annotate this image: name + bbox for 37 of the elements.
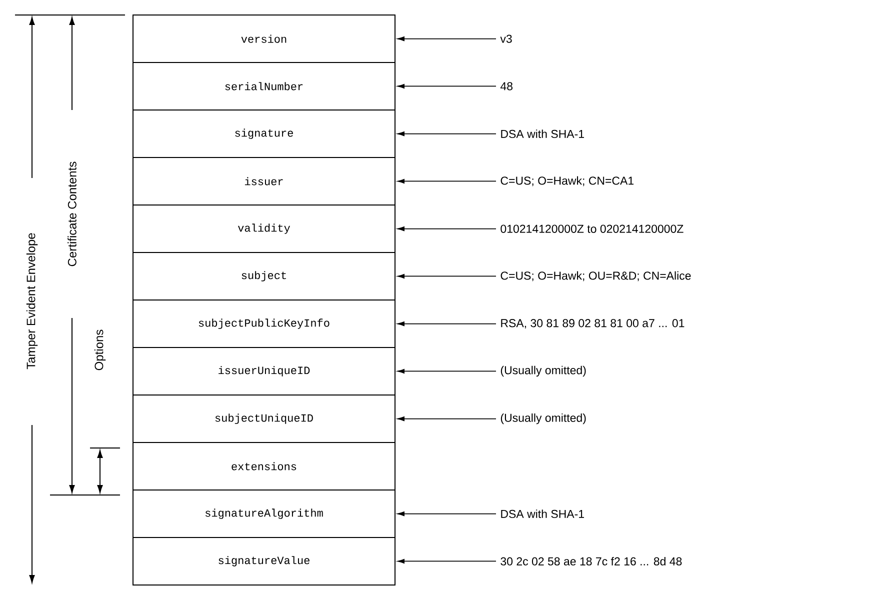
field-box: subjectUniqueID — [132, 394, 396, 444]
value-text: DSA with SHA-1 — [501, 510, 584, 518]
arrow — [397, 368, 496, 374]
value-text: DSA with SHA-1 — [501, 130, 584, 138]
field-box: issuerUniqueID — [132, 346, 396, 396]
value-text: (Usually omitted) — [500, 366, 586, 377]
arrow — [397, 322, 496, 326]
dimension-label: Options — [94, 330, 106, 370]
field-box: issuer — [132, 156, 396, 206]
value-text: 010214120000Z to 020214120000Z — [500, 224, 684, 233]
field-box: serialNumber — [132, 62, 396, 110]
field-box: subject — [132, 252, 396, 300]
field-box: signatureValue — [132, 536, 396, 586]
arrow — [397, 178, 496, 184]
arrow — [397, 132, 496, 136]
field-box: validity — [132, 204, 396, 254]
value-text: 30 2c 02 58 ae 18 7c f2 16 ... 8d 48 — [500, 557, 682, 566]
dimension-label: Certificate Contents — [68, 162, 76, 266]
arrow — [397, 226, 496, 232]
arrow — [397, 36, 496, 42]
value-text: v3 — [500, 34, 512, 43]
dimension-label: Tamper Evident Envelope — [26, 233, 38, 370]
value-text: C=US; O=Hawk; OU=R&D; CN=Alice — [500, 271, 691, 282]
field-box: subjectPublicKeyInfo — [132, 300, 396, 348]
field-box: signature — [132, 110, 396, 158]
arrow — [397, 84, 496, 88]
value-text: (Usually omitted) — [500, 413, 586, 424]
value-text: 48 — [500, 82, 512, 90]
value-text: RSA, 30 81 89 02 81 81 00 a7 ... 01 — [501, 319, 684, 329]
arrow — [397, 274, 496, 278]
field-box: signatureAlgorithm — [132, 490, 396, 538]
value-text: C=US; O=Hawk; CN=CA1 — [500, 176, 634, 186]
arrow — [397, 416, 496, 422]
field-box: extensions — [132, 442, 396, 490]
field-box: version — [132, 14, 396, 64]
arrow — [397, 512, 496, 516]
arrow — [397, 558, 496, 564]
